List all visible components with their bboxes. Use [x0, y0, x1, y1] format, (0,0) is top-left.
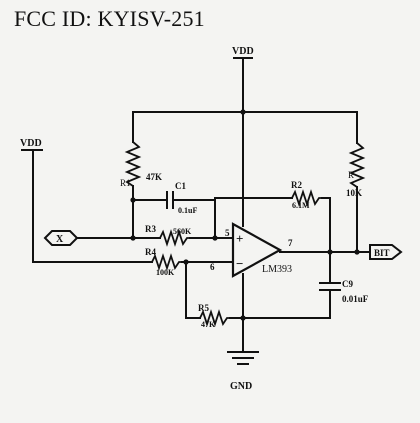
resistor-r1: R1 47K — [120, 111, 162, 239]
top-vdd-supply: VDD — [132, 46, 358, 113]
r2-ref: R2 — [291, 180, 302, 190]
left-vdd-supply: VDD — [20, 138, 153, 263]
r2-value: 6.1M — [292, 201, 310, 210]
ground-symbol: GND — [227, 351, 259, 392]
pin-out: 7 — [288, 238, 293, 248]
input-x-label: X — [56, 234, 64, 245]
r4-value: 100K — [156, 268, 175, 277]
resistor-r4: R4 100K — [145, 247, 234, 277]
c1-ref: C1 — [175, 181, 186, 191]
output-bit-tag — [369, 244, 403, 260]
output-net: BIT — [279, 244, 403, 260]
vdd-left-label: VDD — [20, 138, 42, 149]
c9-ref: C9 — [342, 279, 353, 289]
r5-ref: R5 — [198, 303, 209, 313]
r5-value: 47K — [201, 320, 216, 329]
minus-sign: − — [236, 256, 243, 271]
resistor-r5: R5 47K — [185, 261, 331, 329]
pin-plus: 5 — [225, 228, 230, 238]
c1-value: 0.1uF — [178, 206, 197, 215]
r3-value: 560K — [173, 227, 192, 236]
input-x-net: X — [43, 230, 161, 246]
r1-ref: R1 — [120, 178, 131, 188]
r4-ref: R4 — [145, 247, 156, 257]
r-value: 10K — [346, 188, 362, 198]
c9-value: 0.01uF — [342, 294, 369, 304]
resistor-r3: R3 560K — [145, 224, 234, 247]
fcc-id-title: FCC ID: KYISV-251 — [14, 6, 205, 31]
resistor-r2: R2 6.1M — [214, 180, 331, 253]
pin-minus: 6 — [210, 262, 215, 272]
r3-ref: R3 — [145, 224, 156, 234]
gnd-label: GND — [230, 381, 252, 392]
capacitor-c1: C1 0.1uF — [132, 181, 216, 239]
vdd-top-label: VDD — [232, 46, 254, 57]
plus-sign: + — [236, 231, 243, 246]
opamp-part: LM393 — [262, 264, 292, 275]
output-bit-label: BIT — [374, 248, 390, 258]
r-ref: R — [348, 170, 354, 180]
junction-dots — [130, 109, 360, 321]
r1-value: 47K — [146, 172, 162, 182]
opamp-lm393: + − 5 6 7 LM393 — [210, 111, 293, 353]
resistor-r-10k: R 10K — [346, 111, 366, 253]
capacitor-c9: C9 0.01uF — [319, 251, 369, 319]
